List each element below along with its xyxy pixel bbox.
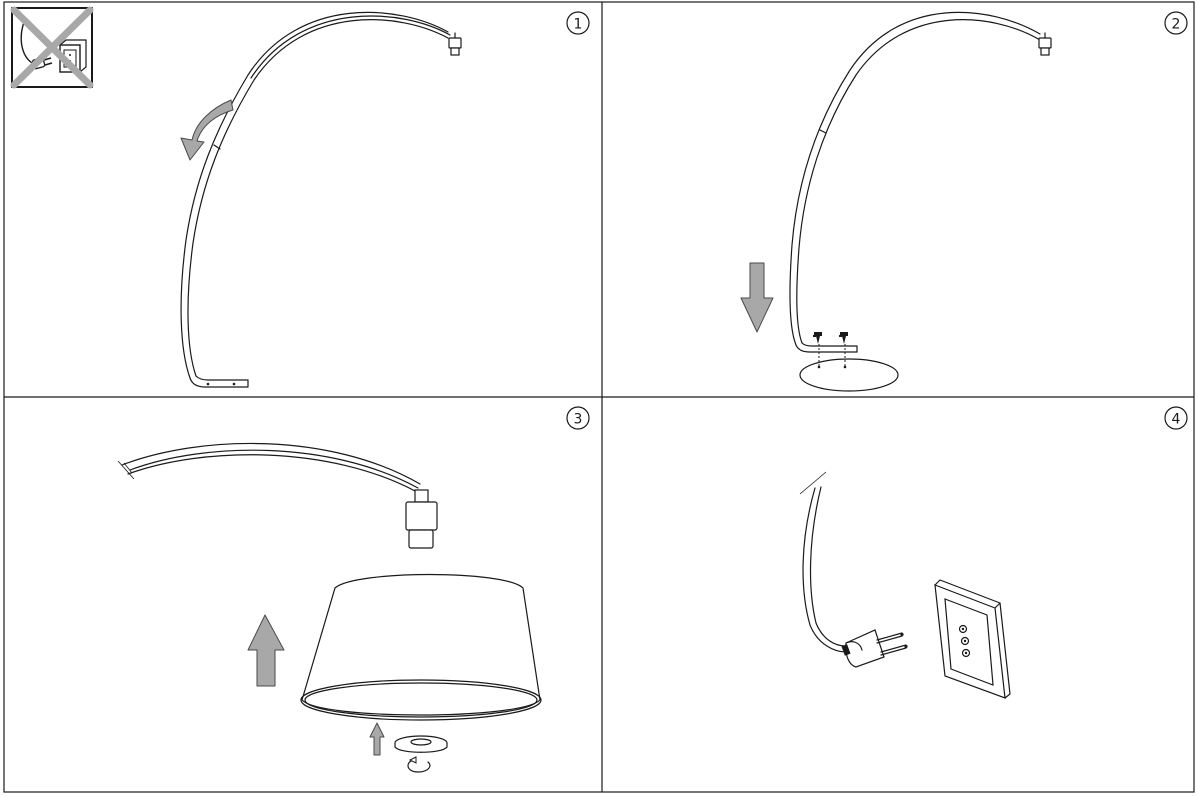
step-number-1: 1: [566, 11, 590, 35]
lamp-socket: [405, 489, 438, 549]
base-plate: [799, 358, 899, 392]
up-arrow-icon: [247, 614, 285, 687]
rotate-arrow-icon: [407, 756, 431, 773]
panel-step-2: 2: [740, 11, 1188, 392]
screw-icon: [839, 332, 848, 344]
step-number-4-label: 4: [1172, 412, 1181, 428]
up-arrow-icon: [369, 722, 385, 756]
step-number-3: 3: [566, 406, 590, 430]
screw-icon: [813, 332, 822, 344]
panel-step-1: 1: [10, 6, 590, 388]
power-cable: [799, 471, 847, 653]
step-number-2-label: 2: [1172, 17, 1181, 33]
lamp-shade: [300, 573, 542, 721]
step-number-3-label: 3: [574, 412, 583, 428]
lamp-arc-arm: [180, 11, 451, 388]
plug-icon: [841, 629, 908, 668]
lamp-socket: [1038, 32, 1052, 56]
wall-socket-icon: [934, 579, 1011, 699]
panel-step-4: 4: [799, 406, 1188, 699]
panel-step-3: 3: [117, 406, 590, 773]
unplug-before-assembly-icon: [10, 6, 94, 89]
shade-ring-nut: [394, 735, 448, 753]
lamp-arc-arm: [117, 442, 421, 492]
step-number-2: 2: [1164, 11, 1188, 35]
lamp-arc-arm: [789, 11, 1041, 353]
step-number-4: 4: [1164, 406, 1188, 430]
step-number-1-label: 1: [574, 17, 583, 33]
lamp-socket: [448, 32, 462, 56]
down-arrow-icon: [740, 262, 774, 333]
rotate-arrow-icon: [180, 99, 234, 161]
